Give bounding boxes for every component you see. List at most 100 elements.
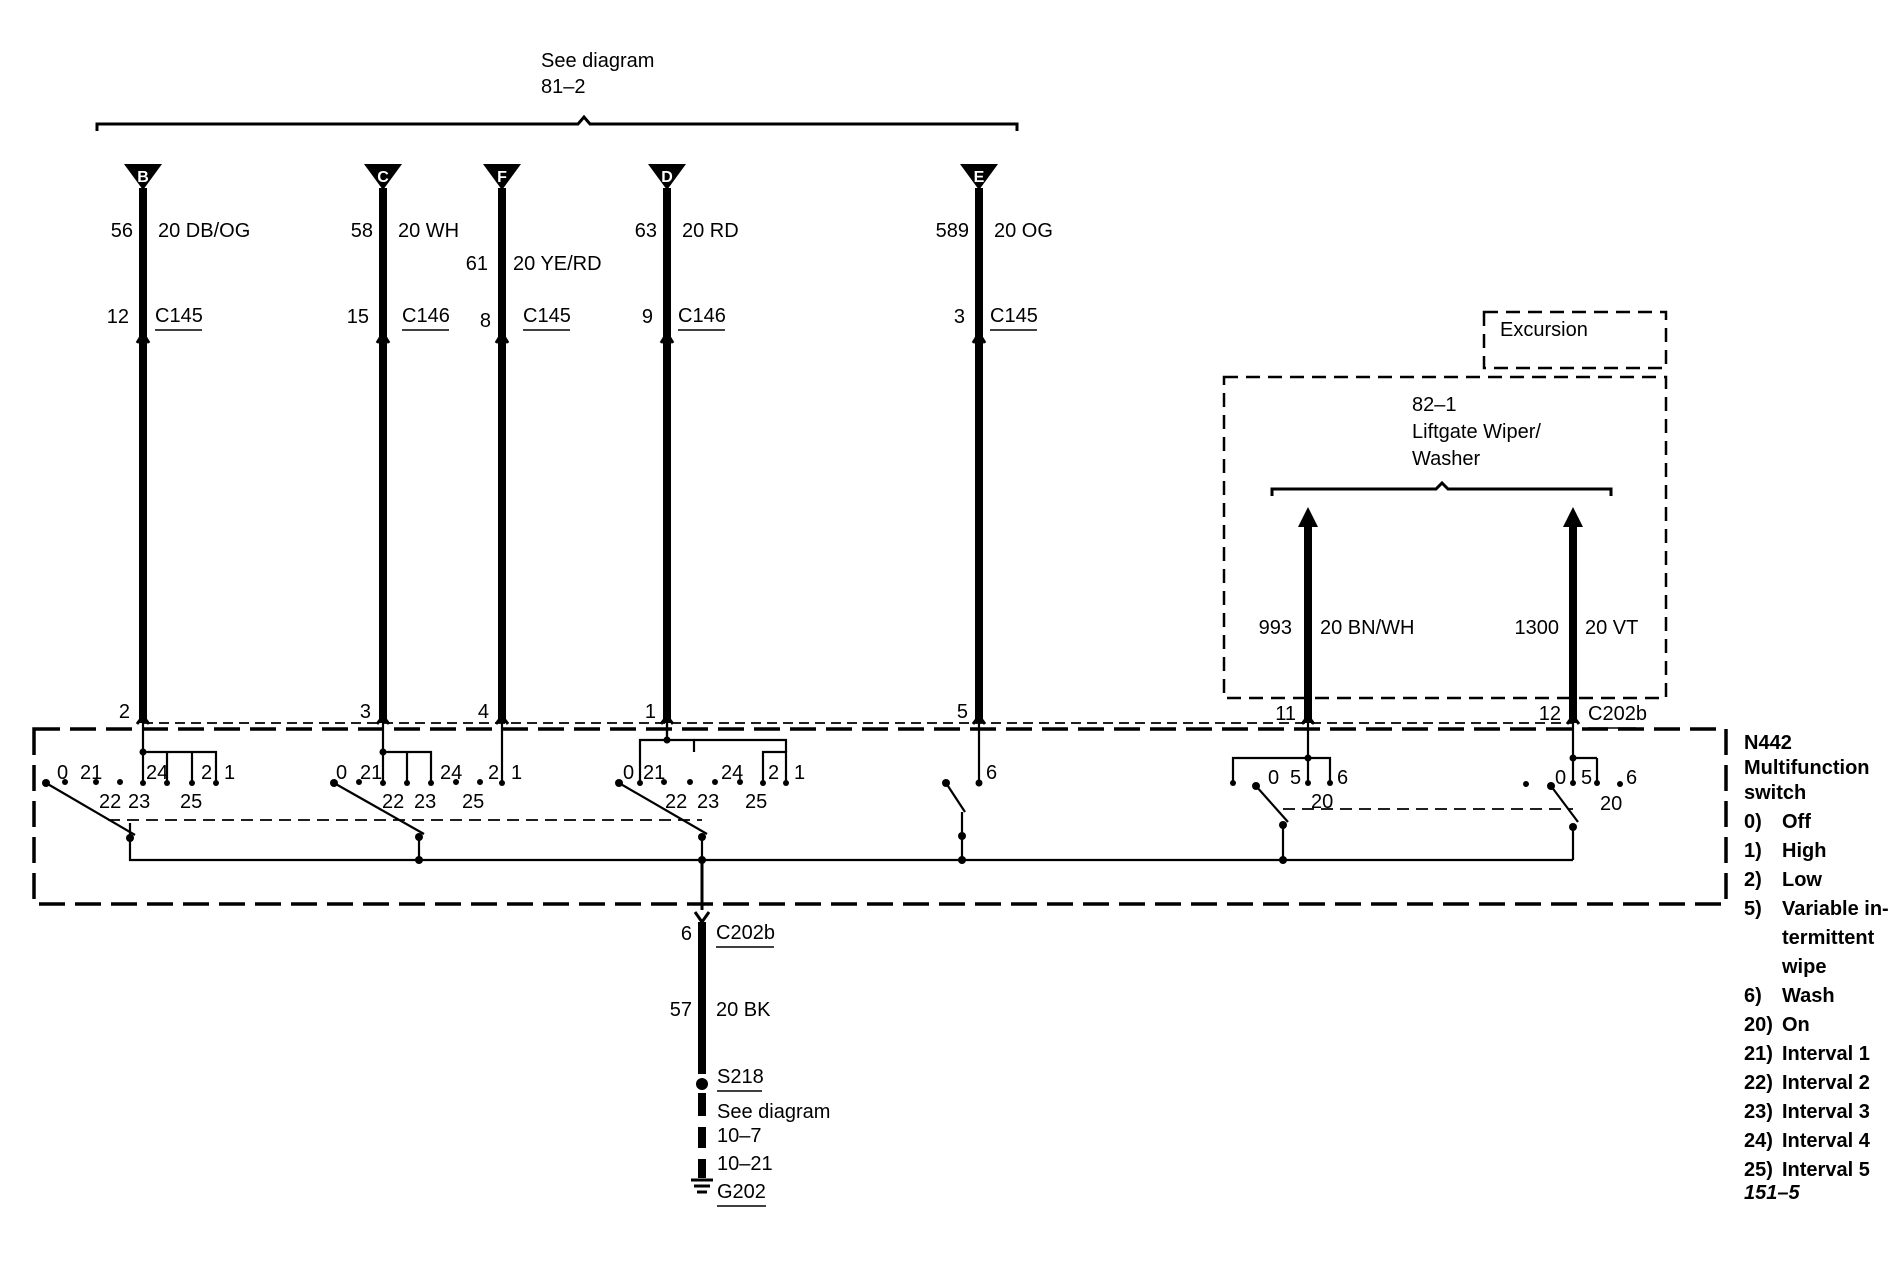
svg-text:6: 6 <box>986 762 997 784</box>
legend-key: 24) <box>1744 1130 1773 1152</box>
svg-text:10–7: 10–7 <box>717 1125 762 1147</box>
liftgate-name-1: Liftgate Wiper/ <box>1412 421 1541 443</box>
svg-text:3: 3 <box>360 701 371 723</box>
svg-text:0: 0 <box>1268 767 1279 789</box>
legend-value: Interval 5 <box>1782 1159 1870 1181</box>
wire-labels: 56 20 DB/OG 58 20 WH 61 20 YE/RD 63 20 R… <box>111 220 1053 275</box>
wire-color-993: 20 BN/WH <box>1320 617 1414 639</box>
liftgate-box: 82–1 Liftgate Wiper/ Washer 993 20 BN/WH… <box>1222 375 1668 725</box>
main-wires <box>135 188 987 725</box>
svg-text:22: 22 <box>665 791 687 813</box>
svg-text:23: 23 <box>697 791 719 813</box>
switch-wash: 6 <box>942 723 997 840</box>
svg-text:C145: C145 <box>155 305 203 327</box>
svg-text:C202b: C202b <box>1588 703 1647 725</box>
excursion-box: Excursion <box>1482 310 1668 370</box>
svg-text:23: 23 <box>414 791 436 813</box>
liftgate-ref: 82–1 <box>1412 394 1457 416</box>
legend-value: Off <box>1782 811 1811 833</box>
svg-text:0: 0 <box>1555 767 1566 789</box>
legend-key: 1) <box>1744 840 1762 862</box>
legend-title-1: Multifunction <box>1744 757 1870 779</box>
svg-text:5: 5 <box>1290 767 1301 789</box>
svg-text:C145: C145 <box>523 305 571 327</box>
switch-group-3: 0 21 24 2 1 22 23 25 <box>615 723 805 841</box>
svg-text:22: 22 <box>99 791 121 813</box>
svg-text:11: 11 <box>1275 703 1296 725</box>
switch-liftgate-1: 0 5 6 20 <box>1230 723 1348 829</box>
svg-text:2: 2 <box>119 701 130 723</box>
svg-text:15: 15 <box>347 306 369 328</box>
svg-text:24: 24 <box>440 762 462 784</box>
svg-text:12: 12 <box>1539 703 1561 725</box>
figure-number: 151–5 <box>1744 1182 1800 1204</box>
excursion-label: Excursion <box>1500 319 1588 341</box>
svg-text:See diagram: See diagram <box>717 1101 830 1123</box>
svg-text:0: 0 <box>57 762 68 784</box>
svg-text:1: 1 <box>224 762 235 784</box>
svg-text:5: 5 <box>957 701 968 723</box>
svg-text:2: 2 <box>488 762 499 784</box>
tag-letter-d: D <box>661 169 673 186</box>
legend-key: 25) <box>1744 1159 1773 1181</box>
circuit-993: 993 <box>1259 617 1292 639</box>
wire-color-e: 20 OG <box>994 220 1053 242</box>
tag-letter-b: B <box>137 169 149 186</box>
svg-text:20: 20 <box>1600 793 1622 815</box>
legend-key: 5) <box>1744 898 1762 920</box>
legend-key: 20) <box>1744 1014 1773 1036</box>
circuit-d: 63 <box>635 220 657 242</box>
switch-outline <box>32 727 1728 906</box>
multifunction-switch: 0 21 24 2 1 22 23 25 0 21 24 2 1 22 <box>32 722 1728 906</box>
tag-triangle-c <box>364 164 402 190</box>
wire-color-1300: 20 VT <box>1585 617 1638 639</box>
svg-text:5: 5 <box>1581 767 1592 789</box>
liftgate-brace <box>1270 480 1613 496</box>
svg-text:2: 2 <box>768 762 779 784</box>
svg-text:23: 23 <box>128 791 150 813</box>
svg-text:6: 6 <box>681 923 692 945</box>
svg-text:12: 12 <box>107 306 129 328</box>
liftgate-name-2: Washer <box>1412 448 1481 470</box>
top-brace <box>95 114 1019 131</box>
svg-text:C146: C146 <box>402 305 450 327</box>
svg-text:C145: C145 <box>990 305 1038 327</box>
svg-text:C146: C146 <box>678 305 726 327</box>
svg-text:24: 24 <box>146 762 168 784</box>
svg-text:6: 6 <box>1626 767 1637 789</box>
legend-value: Interval 4 <box>1782 1130 1871 1152</box>
svg-text:20 BK: 20 BK <box>716 999 771 1021</box>
switch-group-1: 0 21 24 2 1 22 23 25 <box>42 723 235 842</box>
common-bus <box>128 823 1573 862</box>
svg-text:25: 25 <box>745 791 767 813</box>
legend-value: wipe <box>1781 956 1826 978</box>
legend-title-2: switch <box>1744 782 1806 804</box>
ground-circuit: 6 C202b 57 20 BK S218 See diagram 10–7 1… <box>670 860 830 1207</box>
svg-text:S218: S218 <box>717 1066 764 1088</box>
tag-letter-c: C <box>377 169 389 186</box>
legend-key: 23) <box>1744 1101 1773 1123</box>
legend-value: High <box>1782 840 1826 862</box>
legend-key: 21) <box>1744 1043 1773 1065</box>
circuit-1300: 1300 <box>1515 617 1560 639</box>
switch-pin-labels: 2 3 4 1 5 11 12 C202b <box>119 701 1647 729</box>
legend-id: N442 <box>1744 732 1792 754</box>
svg-text:25: 25 <box>180 791 202 813</box>
svg-text:57: 57 <box>670 999 692 1021</box>
tag-triangle-e <box>960 164 998 190</box>
wire-color-c: 20 WH <box>398 220 459 242</box>
legend-key: 6) <box>1744 985 1762 1007</box>
svg-text:1: 1 <box>511 762 522 784</box>
wire-color-d: 20 RD <box>682 220 739 242</box>
legend-key: 0) <box>1744 811 1762 833</box>
svg-text:21: 21 <box>80 762 102 784</box>
svg-text:8: 8 <box>480 310 491 332</box>
svg-text:0: 0 <box>623 762 634 784</box>
circuit-f: 61 <box>466 253 488 275</box>
svg-text:3: 3 <box>954 306 965 328</box>
tag-triangle-f <box>483 164 521 190</box>
svg-text:1: 1 <box>645 701 656 723</box>
tag-triangle-b <box>124 164 162 190</box>
svg-text:10–21: 10–21 <box>717 1153 773 1175</box>
